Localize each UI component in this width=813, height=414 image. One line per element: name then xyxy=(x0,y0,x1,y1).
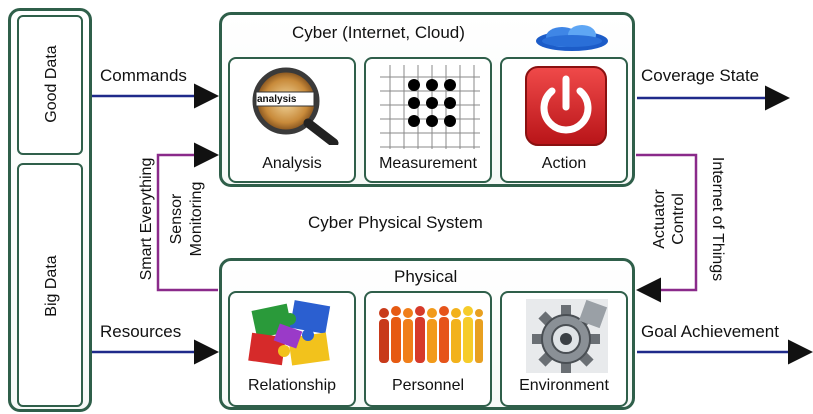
cyber-physical-system-label: Cyber Physical System xyxy=(308,213,483,232)
people-icon xyxy=(379,306,483,363)
big-data-box: Big Data xyxy=(17,163,83,407)
internet-of-things-label: Internet of Things xyxy=(709,156,726,282)
personnel-card: Personnel xyxy=(364,291,492,407)
resources-label: Resources xyxy=(100,322,182,341)
analysis-label: Analysis xyxy=(262,155,322,172)
commands-label: Commands xyxy=(100,66,187,85)
coverage-state-label: Coverage State xyxy=(641,66,760,85)
cyber-title: Cyber (Internet, Cloud) xyxy=(292,23,465,42)
relationship-label: Relationship xyxy=(247,377,337,394)
data-panel: Good Data Big Data xyxy=(8,8,92,412)
good-data-label: Good Data xyxy=(43,45,60,123)
control-label: Control xyxy=(670,193,687,245)
gear-icon xyxy=(526,299,608,373)
actuator-label: Actuator xyxy=(651,189,668,249)
sensor-label: Sensor xyxy=(168,193,185,245)
monitoring-label: Monitoring xyxy=(188,181,205,257)
action-label: Action xyxy=(541,155,587,172)
measurement-card: Measurement xyxy=(364,57,492,183)
smart-everything-label: Smart Everything xyxy=(138,157,155,281)
relationship-card: Relationship xyxy=(228,291,356,407)
cloud-icon xyxy=(536,25,608,51)
power-icon xyxy=(525,66,607,146)
good-data-box: Good Data xyxy=(17,15,83,155)
cyber-box: Cyber (Internet, Cloud) analysis Analysi… xyxy=(219,12,635,187)
goal-achievement-label: Goal Achievement xyxy=(641,322,779,341)
personnel-label: Personnel xyxy=(391,377,465,394)
big-data-label: Big Data xyxy=(43,255,60,317)
sensor-monitoring-loop xyxy=(156,142,219,292)
environment-label: Environment xyxy=(519,377,609,394)
analysis-card: analysis Analysis xyxy=(228,57,356,183)
action-card: Action xyxy=(500,57,628,183)
puzzle-icon xyxy=(248,300,331,366)
dot-grid-icon xyxy=(380,65,480,149)
actuator-control-loop xyxy=(636,153,698,303)
measurement-label: Measurement xyxy=(379,155,477,172)
environment-card: Environment xyxy=(500,291,628,407)
magnifier-icon xyxy=(252,67,339,145)
physical-box: Physical Relationship xyxy=(219,258,635,410)
physical-title: Physical xyxy=(394,267,458,286)
analysis-image-text: analysis xyxy=(257,94,297,105)
